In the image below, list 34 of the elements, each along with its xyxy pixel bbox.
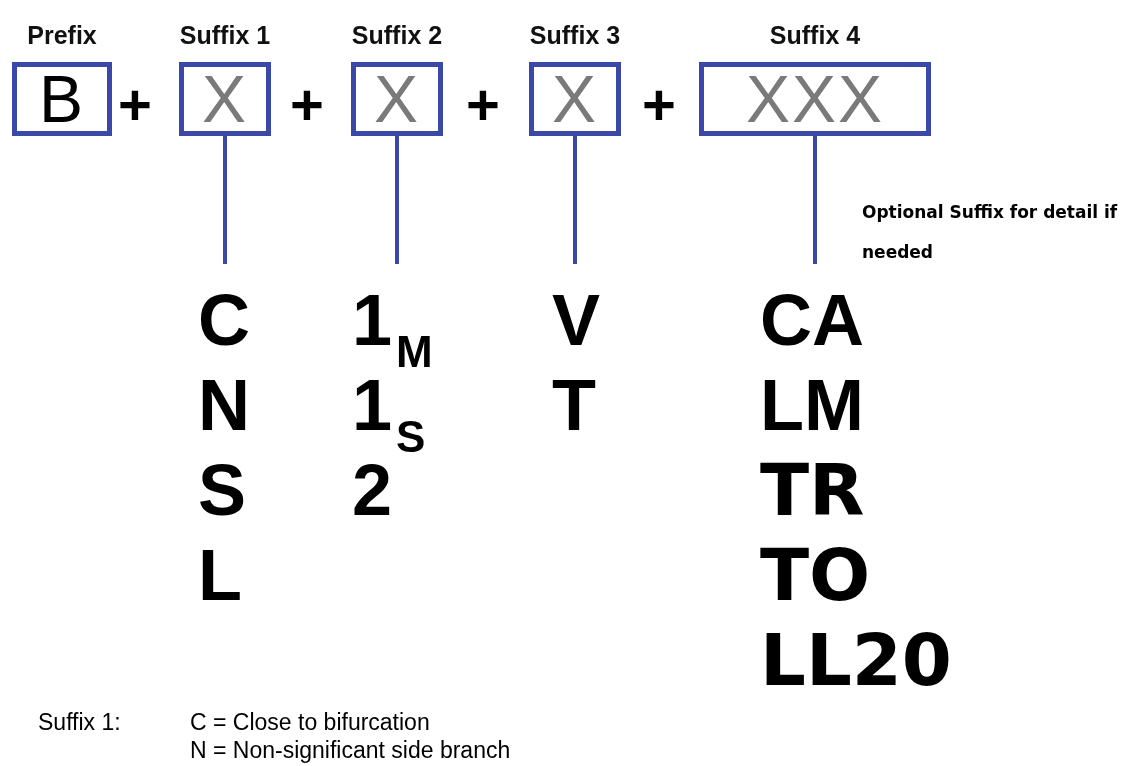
legend-entry: N = Non-significant side branch [190, 736, 511, 764]
leader-line [573, 136, 577, 264]
field-heading: Suffix 2 [351, 20, 443, 50]
code-box: X [179, 62, 271, 136]
plus-sign: + [118, 76, 152, 134]
field-heading: Suffix 3 [529, 20, 621, 50]
code-option: CA [760, 278, 864, 363]
code-option: V [552, 278, 601, 363]
field-heading: Suffix 4 [769, 20, 861, 50]
code-box: X [351, 62, 443, 136]
note-text: Optional Suffix for detail if needed [862, 201, 1119, 264]
legend-entry: C = Close to bifurcation [190, 708, 430, 736]
plus-sign: + [290, 76, 324, 134]
code-box: X [529, 62, 621, 136]
code-option: LL20 [760, 618, 952, 703]
field-heading: Prefix [27, 20, 97, 50]
code-option: TO [760, 533, 871, 618]
code-option: 2 [352, 448, 393, 533]
leader-line [395, 136, 399, 264]
code-option: T [552, 363, 596, 448]
code-box: XXX [699, 62, 931, 136]
code-option: L [198, 533, 242, 618]
code-option: LM [760, 363, 864, 448]
legend-heading: Suffix 1: [38, 708, 121, 736]
plus-sign: + [466, 76, 500, 134]
code-option: TR [760, 448, 865, 533]
code-option: C [198, 278, 250, 363]
field-heading: Suffix 1 [179, 20, 271, 50]
plus-sign: + [642, 76, 676, 134]
code-box: B [12, 62, 112, 136]
leader-line [223, 136, 227, 264]
leader-line [813, 136, 817, 264]
code-option: N [198, 363, 250, 448]
code-option: S [198, 448, 247, 533]
